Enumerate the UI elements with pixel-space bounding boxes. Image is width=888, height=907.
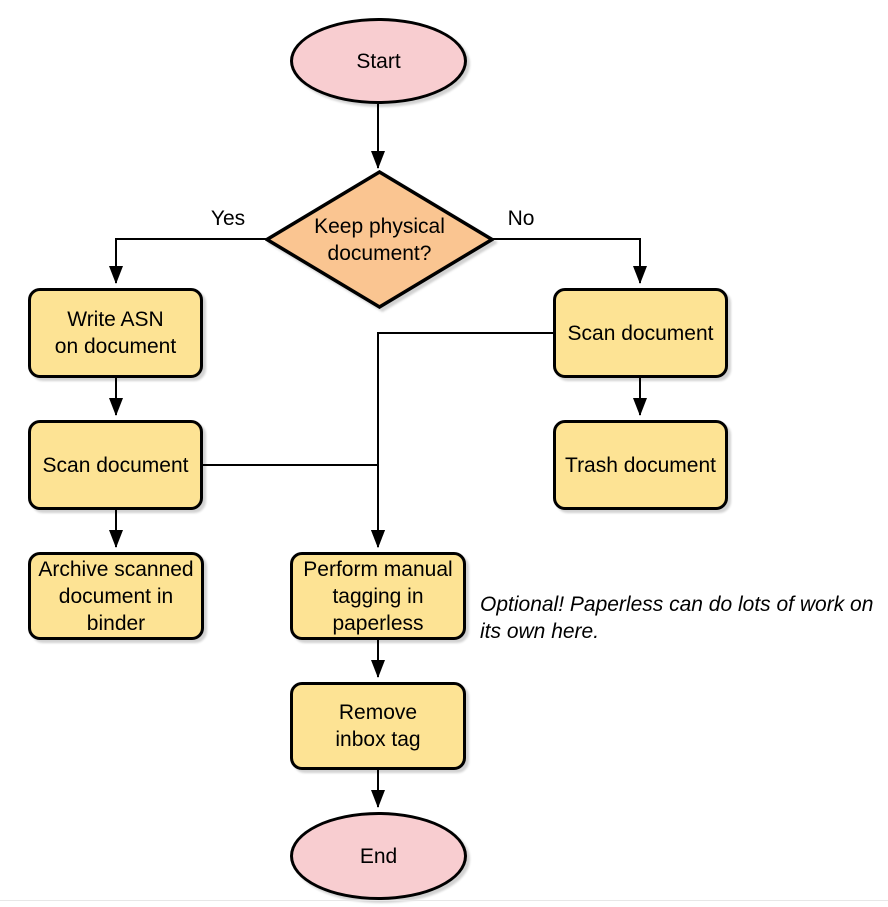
node-start-label: Start [356,49,401,73]
node-write-asn: Write ASN on document [28,288,203,378]
node-write-asn-label: Write ASN on document [54,308,177,358]
edge-scan-right-tagging [371,332,553,548]
node-trash-document-label: Trash document [565,453,716,477]
edge-scan-left-tagging [203,464,385,548]
node-archive-document-label: Archive scanned document in binder [38,557,194,635]
node-end-label: End [359,844,398,868]
node-archive-document: Archive scanned document in binder [28,552,204,640]
node-scan-document-left: Scan document [28,420,203,510]
edge-label-no: No [496,207,546,231]
edge-decision-scan-right [492,238,647,284]
node-remove-inbox-tag: Remove inbox tag [290,682,466,770]
node-scan-document-right: Scan document [553,288,728,378]
bottom-divider [0,900,888,901]
node-decision: Keep physical document? [265,170,494,309]
node-end: End [290,812,467,900]
edge-label-yes: Yes [203,207,253,231]
node-scan-document-right-label: Scan document [567,321,714,345]
node-start: Start [290,18,467,104]
node-manual-tagging: Perform manual tagging in paperless [290,552,466,640]
optional-note: Optional! Paperless can do lots of work … [480,593,874,643]
node-manual-tagging-label: Perform manual tagging in paperless [303,557,453,635]
edge-decision-write-asn [109,238,267,284]
node-remove-inbox-tag-label: Remove inbox tag [335,701,421,751]
node-scan-document-left-label: Scan document [42,453,189,477]
node-decision-label: Keep physical document? [314,214,445,265]
node-trash-document: Trash document [553,420,728,510]
diamond-shape [265,170,494,309]
